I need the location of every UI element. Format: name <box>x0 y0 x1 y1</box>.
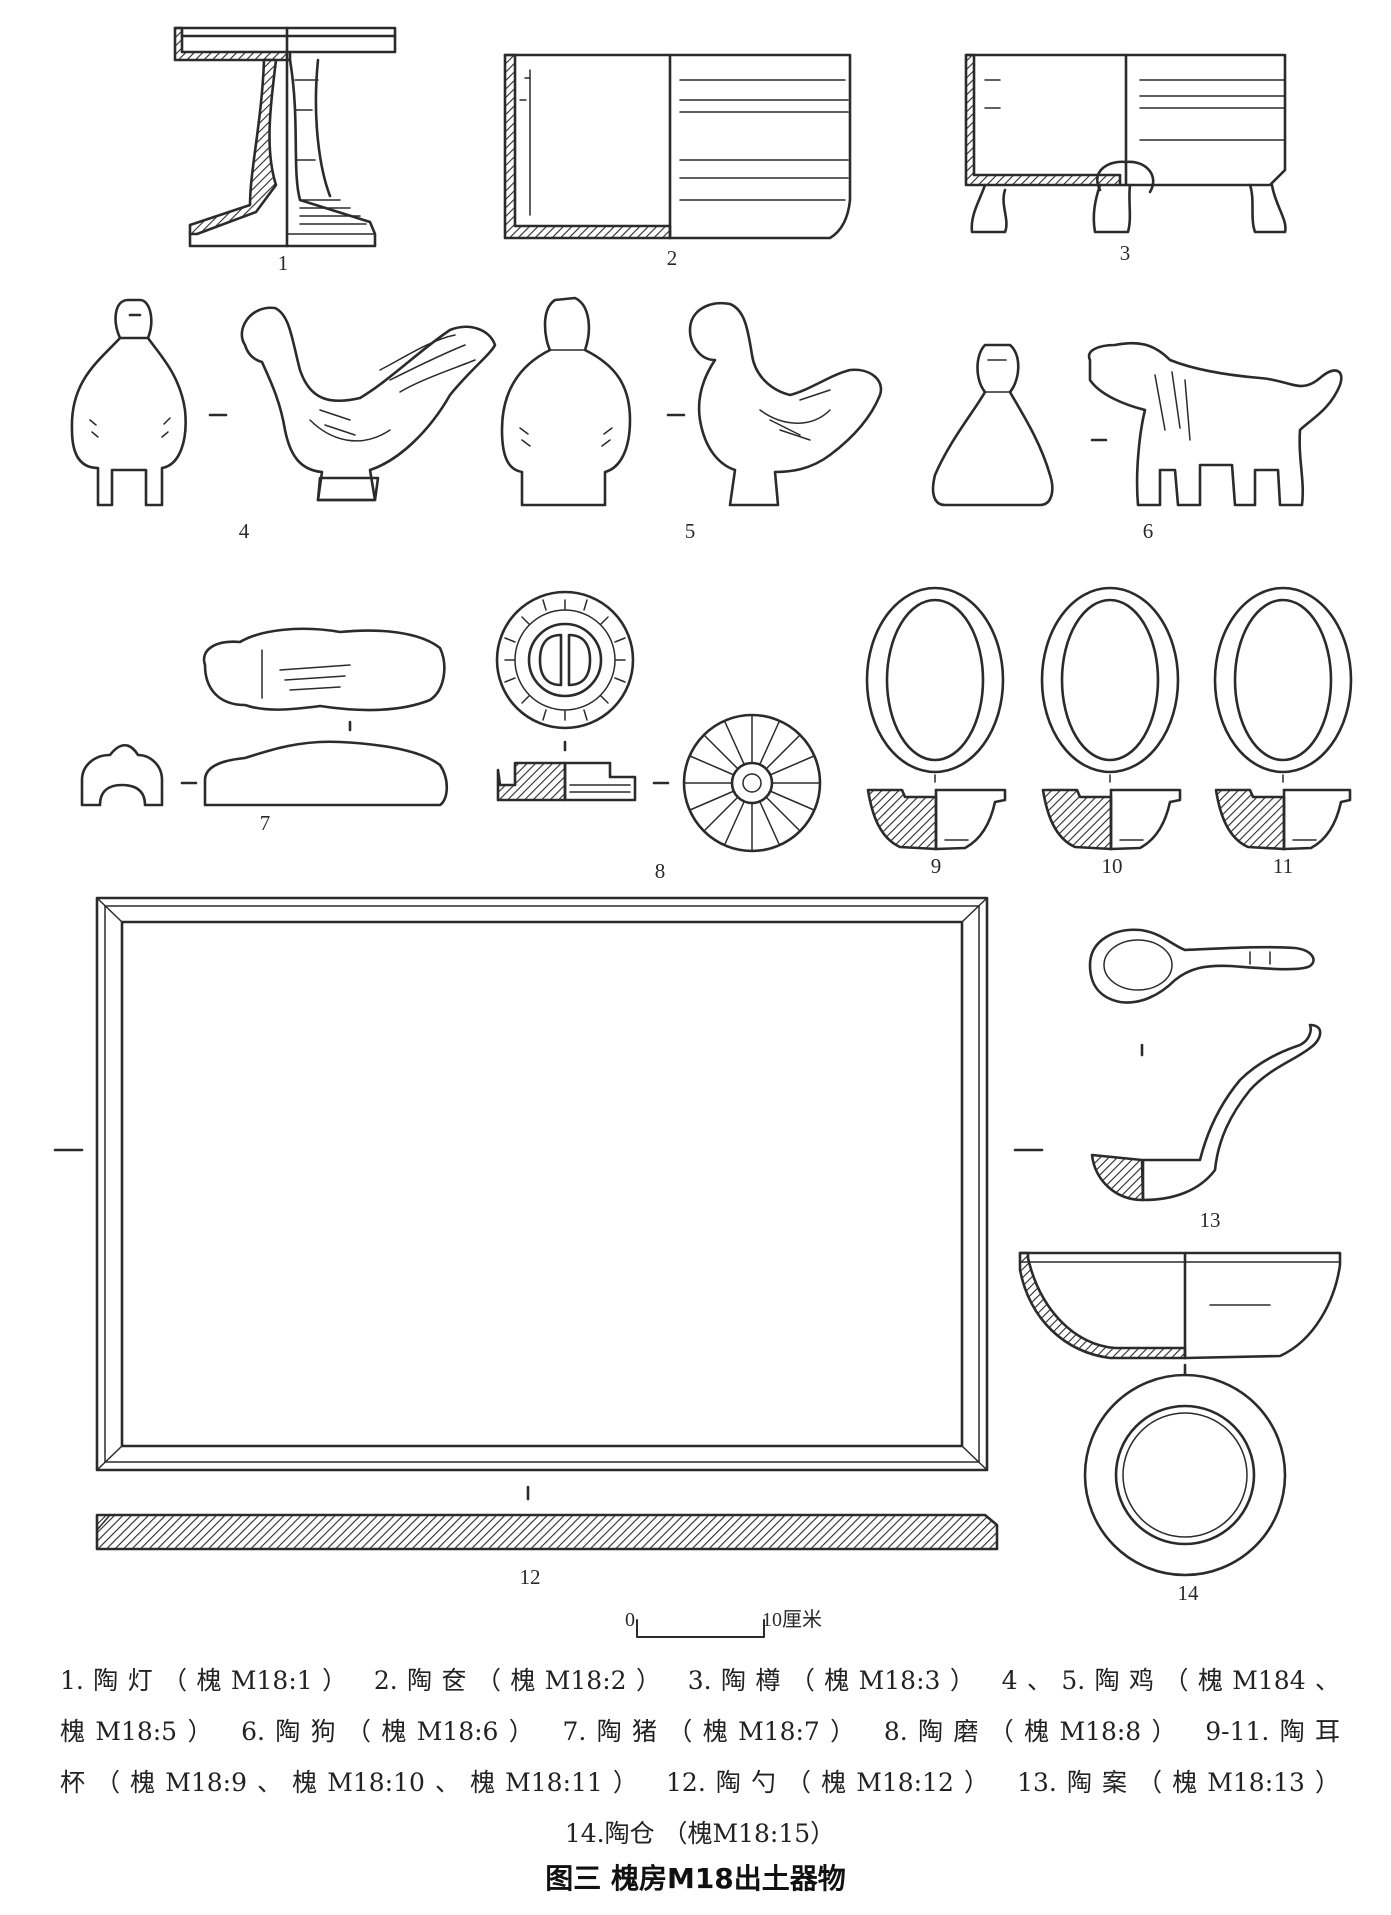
ladle-section-drawing <box>1090 1023 1322 1202</box>
ear-cup-11-drawing <box>1213 586 1353 851</box>
caption-item: 9-11.陶耳 <box>1205 1717 1341 1746</box>
figure-number-5: 5 <box>685 519 696 543</box>
zun-vessel-drawing <box>964 53 1287 234</box>
figure-number-9: 9 <box>931 854 942 878</box>
figure-title: 图三 槐房M18出土器物 <box>545 1862 846 1895</box>
caption-item: 14.陶仓 （槐M18:15） <box>564 1819 836 1848</box>
scale-bar-end-label: 10厘米 <box>762 1608 822 1631</box>
ear-cup-9-drawing <box>865 586 1007 851</box>
lidded-box-drawing <box>503 53 852 240</box>
figure-number-10: 10 <box>1102 854 1123 878</box>
hen-front-drawing <box>500 296 632 507</box>
millstone-section-drawing <box>496 761 637 802</box>
figure-caption: 1.陶灯（槐M18:1） 2.陶奁（槐M18:2） 3.陶樽（槐M18:3） 4… <box>60 1655 1340 1859</box>
caption-line-3: 杯（槐M18:9、槐M18:10、槐M18:11） 12.陶勺（槐M18:12）… <box>60 1757 1340 1808</box>
figure-number-8: 8 <box>655 859 666 883</box>
caption-item: 杯（槐M18:9、槐M18:10、槐M18:11） <box>60 1768 648 1797</box>
ladle-plan-drawing <box>1088 928 1315 1004</box>
figure-number-7: 7 <box>260 811 271 835</box>
lamp-drawing <box>173 26 397 248</box>
tray-section-drawing <box>95 1513 999 1551</box>
figure-number-13: 13 <box>1200 1208 1221 1232</box>
caption-item: 13.陶案（槐M18:13） <box>1017 1768 1341 1797</box>
caption-line-4: 14.陶仓 （槐M18:15） <box>60 1808 1340 1859</box>
figure-number-4: 4 <box>239 519 250 543</box>
caption-item: 7.陶猪（槐M18:7） <box>562 1717 866 1746</box>
caption-item: 6.陶狗（槐M18:6） <box>241 1717 545 1746</box>
caption-line-1: 1.陶灯（槐M18:1） 2.陶奁（槐M18:2） 3.陶樽（槐M18:3） 4… <box>60 1655 1340 1706</box>
dog-front-drawing <box>931 343 1054 507</box>
pig-top-drawing <box>202 627 446 712</box>
bowl-section-drawing <box>1018 1251 1342 1360</box>
figure-number-3: 3 <box>1120 241 1131 265</box>
caption-item: 1.陶灯（槐M18:1） <box>60 1666 357 1695</box>
caption-line-2: 槐M18:5） 6.陶狗（槐M18:6） 7.陶猪（槐M18:7） 8.陶磨（槐… <box>60 1706 1340 1757</box>
caption-item: 8.陶磨（槐M18:8） <box>883 1717 1187 1746</box>
caption-item: 3.陶樽（槐M18:3） <box>687 1666 985 1695</box>
figure-number-1: 1 <box>278 251 289 275</box>
ear-cup-10-drawing <box>1040 586 1182 851</box>
caption-item: 2.陶奁（槐M18:2） <box>373 1666 671 1695</box>
figure-number-14: 14 <box>1178 1581 1200 1605</box>
tray-plan-drawing <box>95 896 989 1472</box>
figure-number-12: 12 <box>520 1565 541 1589</box>
rooster-side-drawing <box>240 306 497 502</box>
hen-side-drawing <box>688 301 883 507</box>
pig-side-drawing <box>80 740 449 807</box>
scale-bar-start-label: 0 <box>625 1609 635 1631</box>
scale-bar <box>636 1619 765 1638</box>
bowl-plan-drawing <box>1083 1373 1287 1577</box>
figure-number-11: 11 <box>1273 854 1293 878</box>
rooster-front-drawing <box>70 298 187 507</box>
millstone-top-drawing <box>495 590 635 730</box>
caption-item: 槐M18:5） <box>60 1717 223 1746</box>
figure-number-2: 2 <box>667 246 678 270</box>
millstone-bottom-drawing <box>682 713 822 853</box>
caption-item: 12.陶勺（槐M18:12） <box>666 1768 1000 1797</box>
figure-number-6: 6 <box>1143 519 1154 543</box>
dog-side-drawing <box>1087 341 1343 507</box>
caption-item: 4、5.陶鸡（槐M184、 <box>1001 1666 1341 1695</box>
